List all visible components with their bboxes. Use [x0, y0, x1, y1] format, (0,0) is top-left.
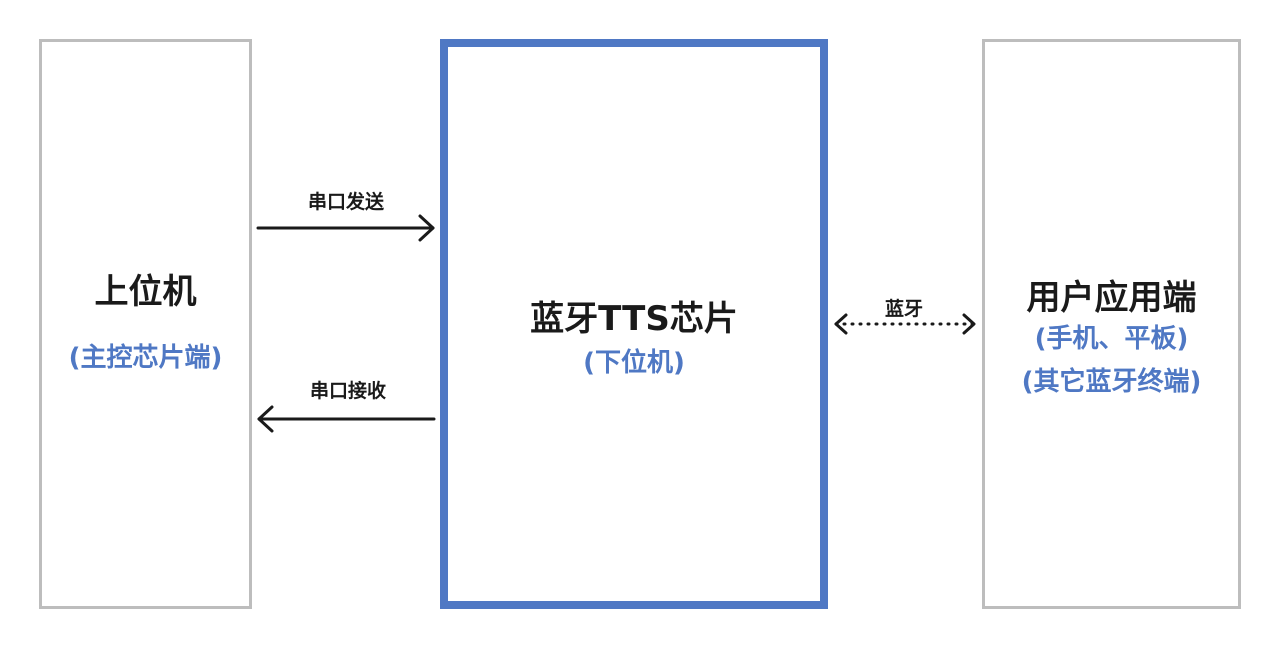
tts-chip-subtitle: (下位机) — [583, 348, 685, 378]
bluetooth-arrow — [834, 313, 976, 335]
user-app-title: 用户应用端 — [1026, 278, 1197, 318]
host-node: 上位机 (主控芯片端) — [39, 39, 252, 609]
host-subtitle: (主控芯片端) — [68, 343, 223, 373]
bluetooth-label: 蓝牙 — [884, 298, 923, 320]
serial-send-label: 串口发送 — [307, 191, 384, 213]
user-app-subtitle-other: (其它蓝牙终端) — [1021, 367, 1202, 397]
serial-receive-label: 串口接收 — [309, 380, 386, 402]
serial-receive-arrow — [257, 405, 436, 433]
user-app-node: 用户应用端 (手机、平板) (其它蓝牙终端) — [982, 39, 1241, 609]
serial-send-arrow — [256, 214, 435, 242]
host-title: 上位机 — [94, 272, 197, 312]
user-app-subtitle-devices: (手机、平板) — [1034, 324, 1189, 354]
tts-chip-node: 蓝牙TTS芯片 (下位机) — [440, 39, 828, 609]
tts-chip-title: 蓝牙TTS芯片 — [530, 299, 738, 339]
